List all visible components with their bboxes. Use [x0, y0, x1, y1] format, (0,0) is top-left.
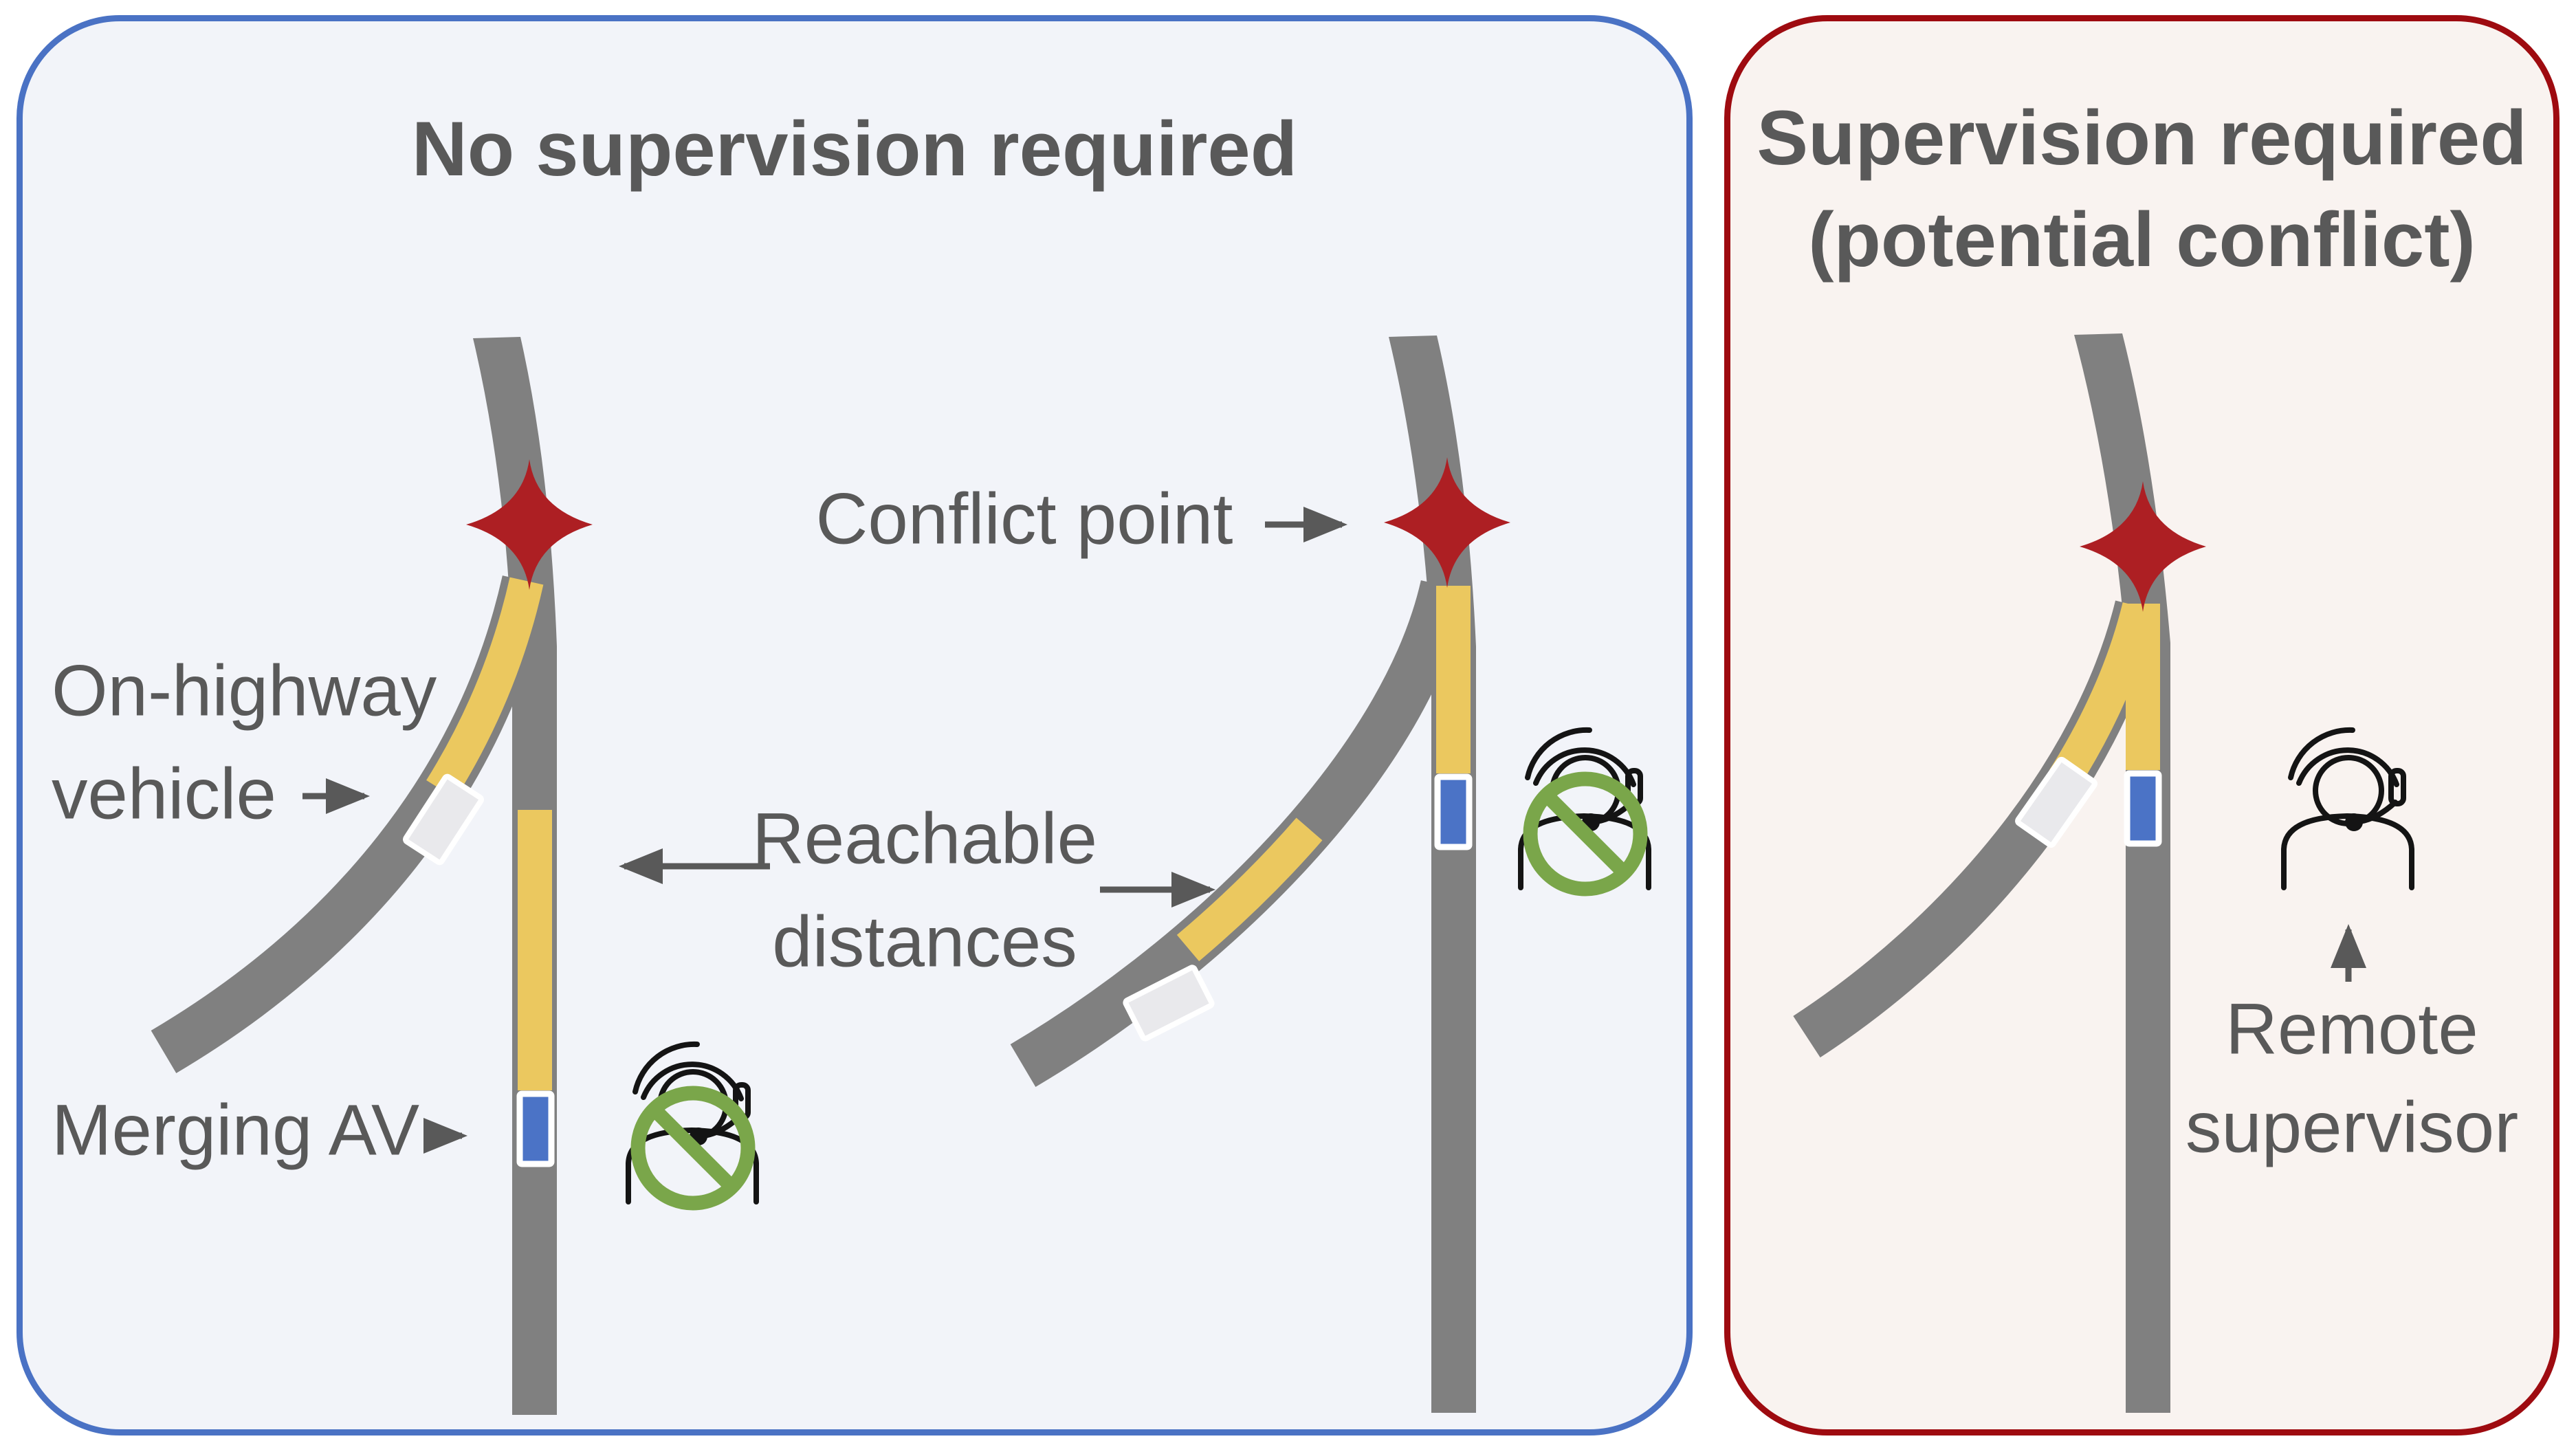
ramp-reachable-distance	[1014, 582, 1462, 1081]
highway-reachable-distance	[1436, 586, 1471, 773]
conflict-point-star-icon	[1384, 457, 1510, 588]
highway-reachable-distance	[518, 810, 552, 1090]
panel-right-title-line2: (potential conflict)	[1808, 196, 2476, 283]
highway-road	[2074, 333, 2170, 1413]
prohibition-icon	[1530, 779, 1640, 889]
panel-right-title-line1: Supervision required	[1757, 95, 2527, 181]
merging-av-label: Merging AV	[52, 1090, 419, 1171]
on-highway-vehicle-label-line2: vehicle	[52, 754, 276, 835]
remote-supervisor-label-line2: supervisor	[2186, 1088, 2518, 1168]
diagram-merge-left	[151, 337, 756, 1415]
ramp-reachable-distance	[1797, 602, 2157, 1051]
panel-left-title: No supervision required	[411, 106, 1298, 192]
prohibition-icon	[638, 1093, 748, 1203]
highway-reachable-distance	[2126, 604, 2160, 770]
remote-supervisor-label-line1: Remote	[2225, 989, 2478, 1070]
no-supervision-icon	[1521, 730, 1649, 889]
conflict-point-star-icon	[2080, 481, 2206, 612]
remote-supervisor-icon	[2284, 730, 2412, 888]
reachable-distances-label-line2: distances	[772, 902, 1077, 982]
on-highway-vehicle-label-line1: On-highway	[52, 651, 437, 732]
reachable-distances-label-line1: Reachable	[752, 799, 1097, 879]
no-supervision-icon	[628, 1044, 756, 1203]
on-ramp-road	[1793, 600, 2164, 1058]
ramp-reachable-distance	[155, 577, 544, 1067]
panel-right-title: Supervision required (potential conflict…	[1730, 87, 2553, 291]
diagram-merge-right	[1793, 333, 2412, 1413]
conflict-point-label: Conflict point	[816, 479, 1233, 560]
merging-av	[2127, 773, 2159, 844]
merging-av	[1438, 777, 1469, 847]
diagram-merge-middle	[1010, 336, 1649, 1413]
merging-av	[520, 1094, 551, 1164]
conflict-point-star-icon	[466, 459, 593, 590]
on-highway-vehicle	[2016, 758, 2095, 846]
